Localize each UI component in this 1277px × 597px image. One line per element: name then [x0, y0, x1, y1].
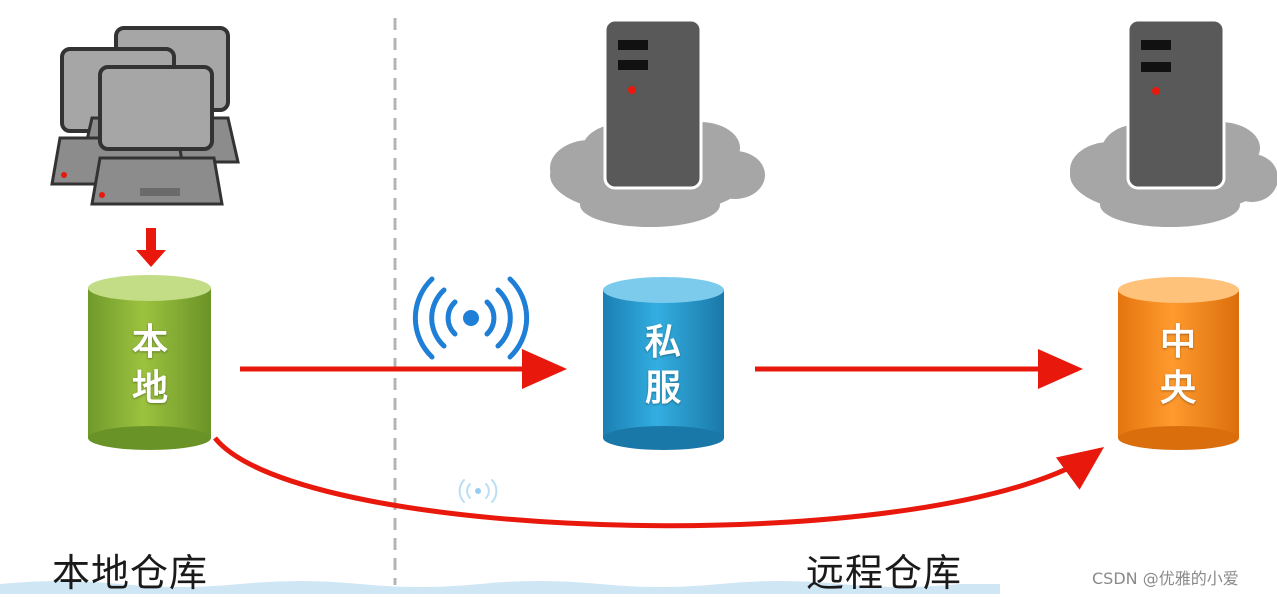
central-label: 中 央 [1143, 320, 1213, 412]
private-server-cylinder [603, 277, 724, 450]
local-label-line1: 本 [131, 322, 168, 363]
private-label: 私 服 [628, 320, 698, 412]
private-label-line1: 私 [644, 322, 681, 363]
wifi-signal-faint-icon [458, 479, 498, 503]
local-label: 本 地 [115, 320, 185, 412]
computer-icon [50, 26, 240, 206]
server-icon [603, 18, 703, 190]
local-repository-section-label: 本地仓库 [52, 551, 209, 595]
local-label-line2: 地 [131, 368, 168, 409]
remote-repository-section-label: 远程仓库 [806, 551, 963, 595]
bottom-wave-decoration [0, 581, 1000, 594]
central-repository-cylinder [1118, 277, 1239, 450]
central-label-line1: 中 [1159, 322, 1196, 363]
down-arrow [136, 228, 166, 267]
private-label-line2: 服 [644, 368, 681, 409]
central-label-line2: 央 [1159, 368, 1196, 409]
local-repository-cylinder [88, 275, 211, 450]
arrow-local-to-central [213, 436, 1105, 529]
csdn-watermark: CSDN @优雅的小爱 [1092, 569, 1239, 588]
server-icon [1126, 18, 1226, 190]
wifi-signal-icon [412, 276, 530, 360]
